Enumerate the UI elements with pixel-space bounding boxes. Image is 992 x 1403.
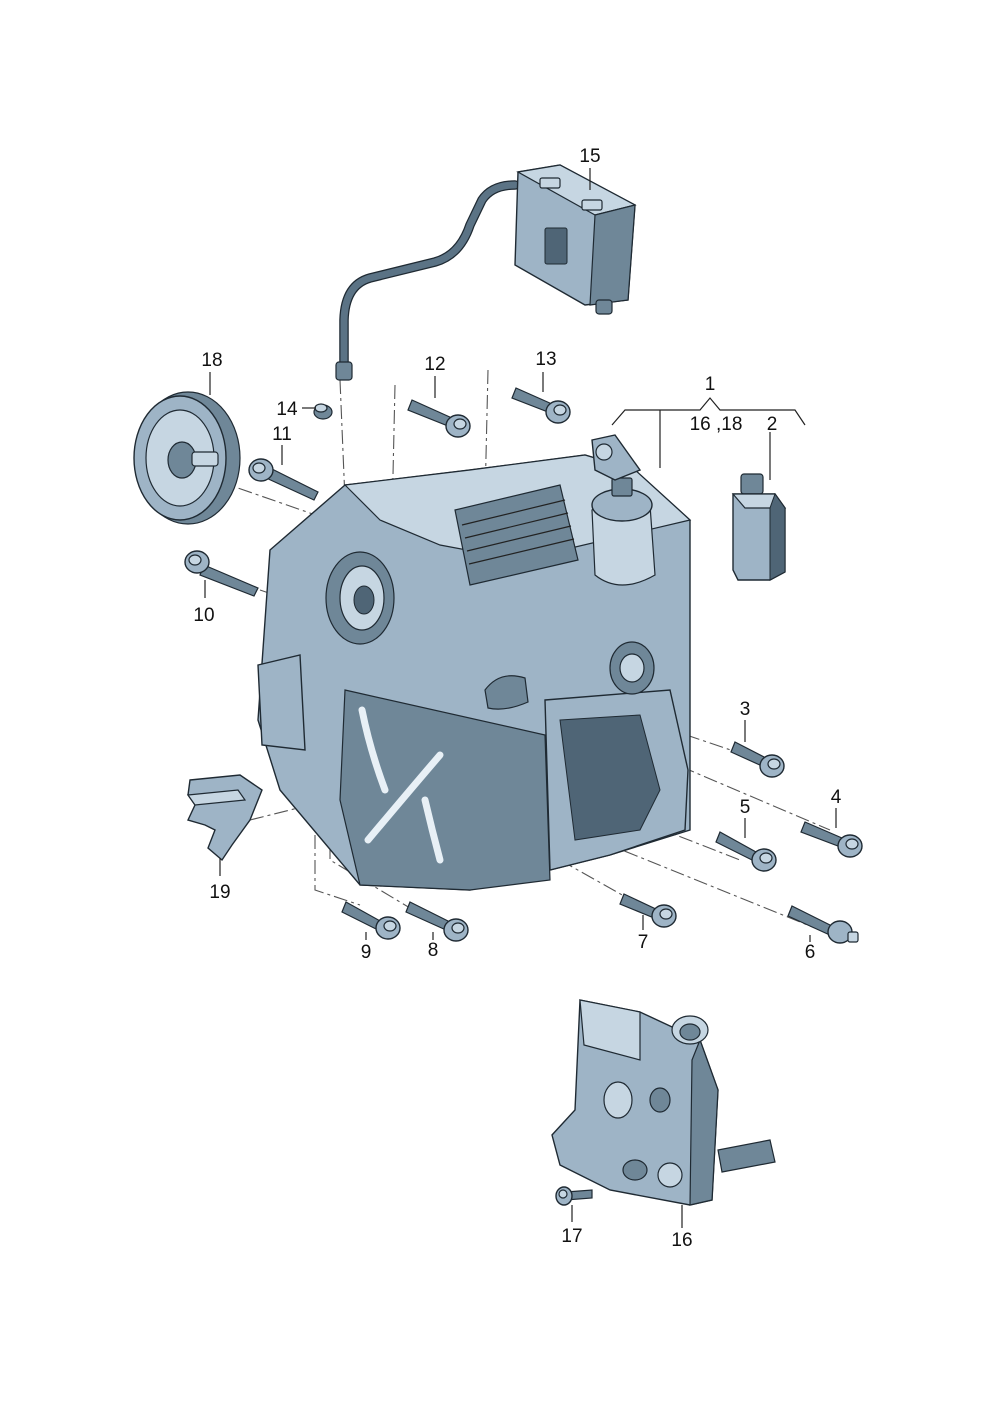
bolt-part-8 (405, 901, 469, 942)
callout-10: 10 (193, 605, 214, 626)
callout-4: 4 (831, 787, 842, 808)
callout-16-18: 16 ,18 (690, 414, 743, 435)
leader-lines (204, 168, 837, 1228)
control-unit-part-15 (335, 164, 637, 381)
callout-17: 17 (561, 1226, 582, 1247)
callout-5: 5 (740, 797, 751, 818)
bolt-part-4 (800, 821, 863, 858)
bolt-part-5 (715, 831, 777, 872)
callout-15: 15 (579, 146, 600, 167)
callout-13: 13 (535, 349, 556, 370)
bolt-part-13 (511, 387, 571, 424)
bolt-part-11 (248, 458, 319, 501)
callout-9: 9 (361, 942, 372, 963)
callout-1: 1 (705, 374, 716, 395)
callout-19: 19 (209, 882, 230, 903)
callout-2: 2 (767, 414, 778, 435)
callout-12: 12 (424, 354, 445, 375)
callout-3: 3 (740, 699, 751, 720)
bolt-part-10 (184, 550, 259, 597)
callout-7: 7 (638, 932, 649, 953)
callout-18: 18 (201, 350, 222, 371)
callout-numbers: 15 18 14 11 12 13 1 16 ,18 2 10 3 4 5 19… (193, 146, 841, 1251)
cooler-fins (461, 499, 575, 565)
bolt-part-17 (555, 1186, 593, 1206)
bolts (184, 387, 863, 1206)
valve-body-part-16 (551, 999, 776, 1206)
callout-6: 6 (805, 942, 816, 963)
callout-8: 8 (428, 940, 439, 961)
plug-part-14 (313, 403, 333, 420)
gearbox-part-1 (257, 434, 692, 891)
callout-16: 16 (671, 1230, 692, 1251)
bolt-part-9 (341, 901, 401, 940)
bolt-part-7 (619, 893, 677, 928)
bolt-part-3 (730, 741, 785, 778)
oil-bottle-part-2 (731, 473, 787, 581)
bracket-part-19 (186, 774, 263, 862)
dual-clutch-part-18 (133, 391, 241, 525)
bolt-part-6 (787, 905, 859, 944)
callout-11: 11 (272, 424, 292, 445)
callout-14: 14 (276, 399, 298, 420)
bolt-part-12 (407, 399, 471, 438)
